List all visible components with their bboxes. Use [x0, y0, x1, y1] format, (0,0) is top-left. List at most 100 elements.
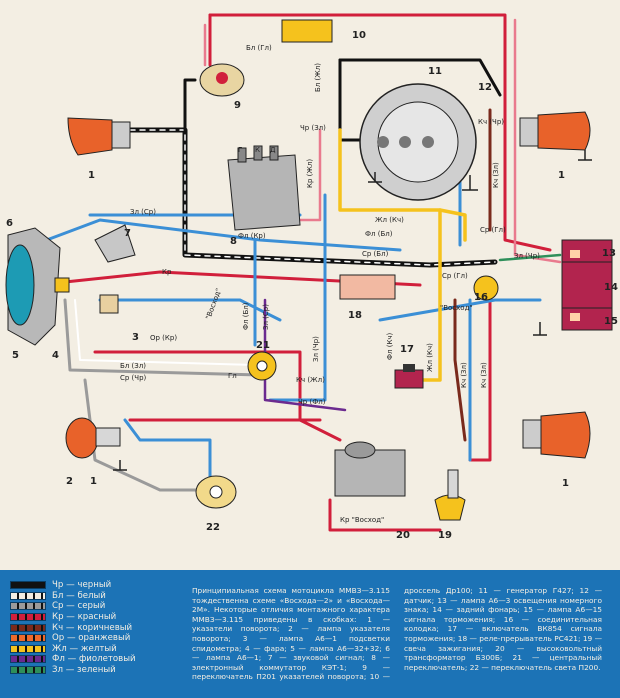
component-numbers: 1 1 1 1 2 3 4 5 6 7 8 9 10 11 12 13 14 1…	[6, 30, 618, 541]
label-sr-chr: Ср (Чр)	[120, 374, 147, 382]
commutator	[227, 145, 301, 231]
label-zl-chr-r: Зл (Чр)	[514, 252, 540, 260]
legend-swatch	[10, 623, 46, 632]
num-19: 19	[438, 530, 452, 541]
label-gl: Гл	[228, 372, 237, 380]
label-kch-zl-v: Кч (Зл)	[460, 362, 468, 388]
label-voskhod-1: "Восход"	[204, 287, 223, 320]
label-bl-gl: Бл (Гл)	[246, 44, 272, 52]
label-zl-sr: Зл (Ср)	[130, 208, 156, 216]
num-3: 3	[132, 332, 139, 343]
num-8: 8	[230, 236, 237, 247]
label-fl-kr: Фл (Кр)	[238, 232, 266, 240]
legend-row: Кч — коричневый	[10, 622, 180, 633]
wire-pink-switch	[298, 128, 322, 222]
label-zl-sr-v: Зл (Ср)	[262, 304, 270, 330]
legend-swatch	[10, 602, 46, 611]
num-4: 4	[52, 350, 59, 361]
connector-block	[473, 275, 499, 301]
label-kch-zhl: Кч (Жл)	[296, 376, 325, 384]
label-fl-bl-top: Фл (Бл)	[365, 230, 393, 238]
wire-grey-left	[63, 298, 262, 377]
num-9: 9	[234, 100, 241, 111]
num-20: 20	[396, 530, 410, 541]
label-kch-chr: Кч (Чр)	[478, 118, 504, 126]
legend-swatch	[10, 634, 46, 643]
wire-yellow-right	[438, 208, 467, 242]
wiring-diagram: Бл (Гл) Чр (Зл) Бл (Жл) Зл (Ср) Фл (Кр) …	[5, 13, 618, 541]
num-18: 18	[348, 310, 362, 321]
num-15: 15	[604, 316, 618, 327]
wire-red-bottom	[328, 498, 442, 532]
legend-swatch	[10, 613, 46, 622]
num-22: 22	[206, 522, 220, 533]
wire-green-right	[498, 253, 562, 262]
ignition-coil	[334, 441, 406, 497]
wire-red-lower	[93, 350, 342, 442]
wire-blue-headlight	[18, 218, 402, 252]
num-1-front-right: 1	[558, 170, 565, 181]
ground-symbols	[113, 150, 592, 471]
label-chr-zl: Чр (Зл)	[300, 124, 326, 132]
legend-row: Зл — зеленый	[10, 665, 180, 676]
wire-red-frame	[208, 13, 552, 252]
wire-black-top	[183, 78, 197, 132]
spark-plug	[434, 469, 466, 521]
speedometer-lamp	[99, 294, 119, 314]
wire-blue-right	[378, 298, 542, 322]
label-kch-zl: Кч (Зл)	[492, 162, 500, 188]
num-6: 6	[6, 218, 13, 229]
label-sr-bl: Ср (Бл)	[362, 250, 389, 258]
tail-light	[561, 239, 613, 331]
label-bl-zh: Бл (Жл)	[314, 63, 322, 92]
label-term-k: К	[255, 146, 260, 154]
turn-indicator-rear-right	[522, 411, 591, 459]
label-kch-zl-v2: Кч (Зл)	[480, 362, 488, 388]
num-12: 12	[478, 82, 492, 93]
legend-row: Фл — фиолетовый	[10, 654, 180, 665]
label-voskhod-2: "Восход"	[440, 304, 473, 312]
wire-main-harness-stripe	[129, 129, 496, 266]
label-zhl-kch-v: Жл (Кч)	[426, 343, 434, 372]
label-zhl-kch: Жл (Кч)	[375, 216, 404, 224]
generator	[359, 83, 477, 201]
legend-label: Зл — зеленый	[52, 665, 116, 676]
legend-label: Ор — оранжевый	[52, 633, 131, 644]
label-bl-zl: Бл (Зл)	[120, 362, 146, 370]
legend-label: Кч — коричневый	[52, 622, 133, 633]
caption-text: Принципиальная схема мотоцикла ММВЗ—3.11…	[192, 586, 602, 682]
legend-swatch	[10, 591, 46, 600]
legend-row: Ор — оранжевый	[10, 633, 180, 644]
wire-blue-left-loop	[123, 418, 212, 487]
wire-pink-right	[513, 18, 562, 264]
turn-indicator-front-left	[67, 117, 131, 156]
choke	[281, 19, 333, 43]
central-switch	[247, 351, 277, 381]
wire-brown-right	[453, 298, 467, 442]
label-kr-voskhod: Кр "Восход"	[340, 516, 384, 524]
legend-row: Чр — черный	[10, 580, 180, 591]
wire-red-right	[468, 298, 492, 462]
label-sr-gl: Ср (Гл)	[480, 226, 506, 234]
num-11: 11	[428, 66, 442, 77]
wire-purple-mid	[263, 298, 347, 412]
legend-label: Чр — черный	[52, 580, 112, 591]
light-switch	[195, 475, 237, 509]
legend-label: Фл — фиолетовый	[52, 654, 136, 665]
num-1-rear-left: 1	[90, 476, 97, 487]
label-chr-fl: Чр (Фл)	[298, 398, 326, 406]
wire-white-left	[74, 299, 256, 366]
num-5: 5	[12, 350, 19, 361]
num-21: 21	[256, 340, 270, 351]
wire-black-11	[338, 58, 362, 142]
brake-switch	[394, 364, 424, 389]
wire-blue-down	[268, 193, 327, 402]
label-fl-bl-v: Фл (Бл)	[242, 302, 250, 330]
label-kr-left: Кр	[162, 268, 172, 276]
legend-label: Бл — белый	[52, 590, 106, 601]
label-zl-chr: Зл (Чр)	[312, 336, 320, 362]
components	[5, 19, 613, 521]
num-14: 14	[604, 282, 618, 293]
